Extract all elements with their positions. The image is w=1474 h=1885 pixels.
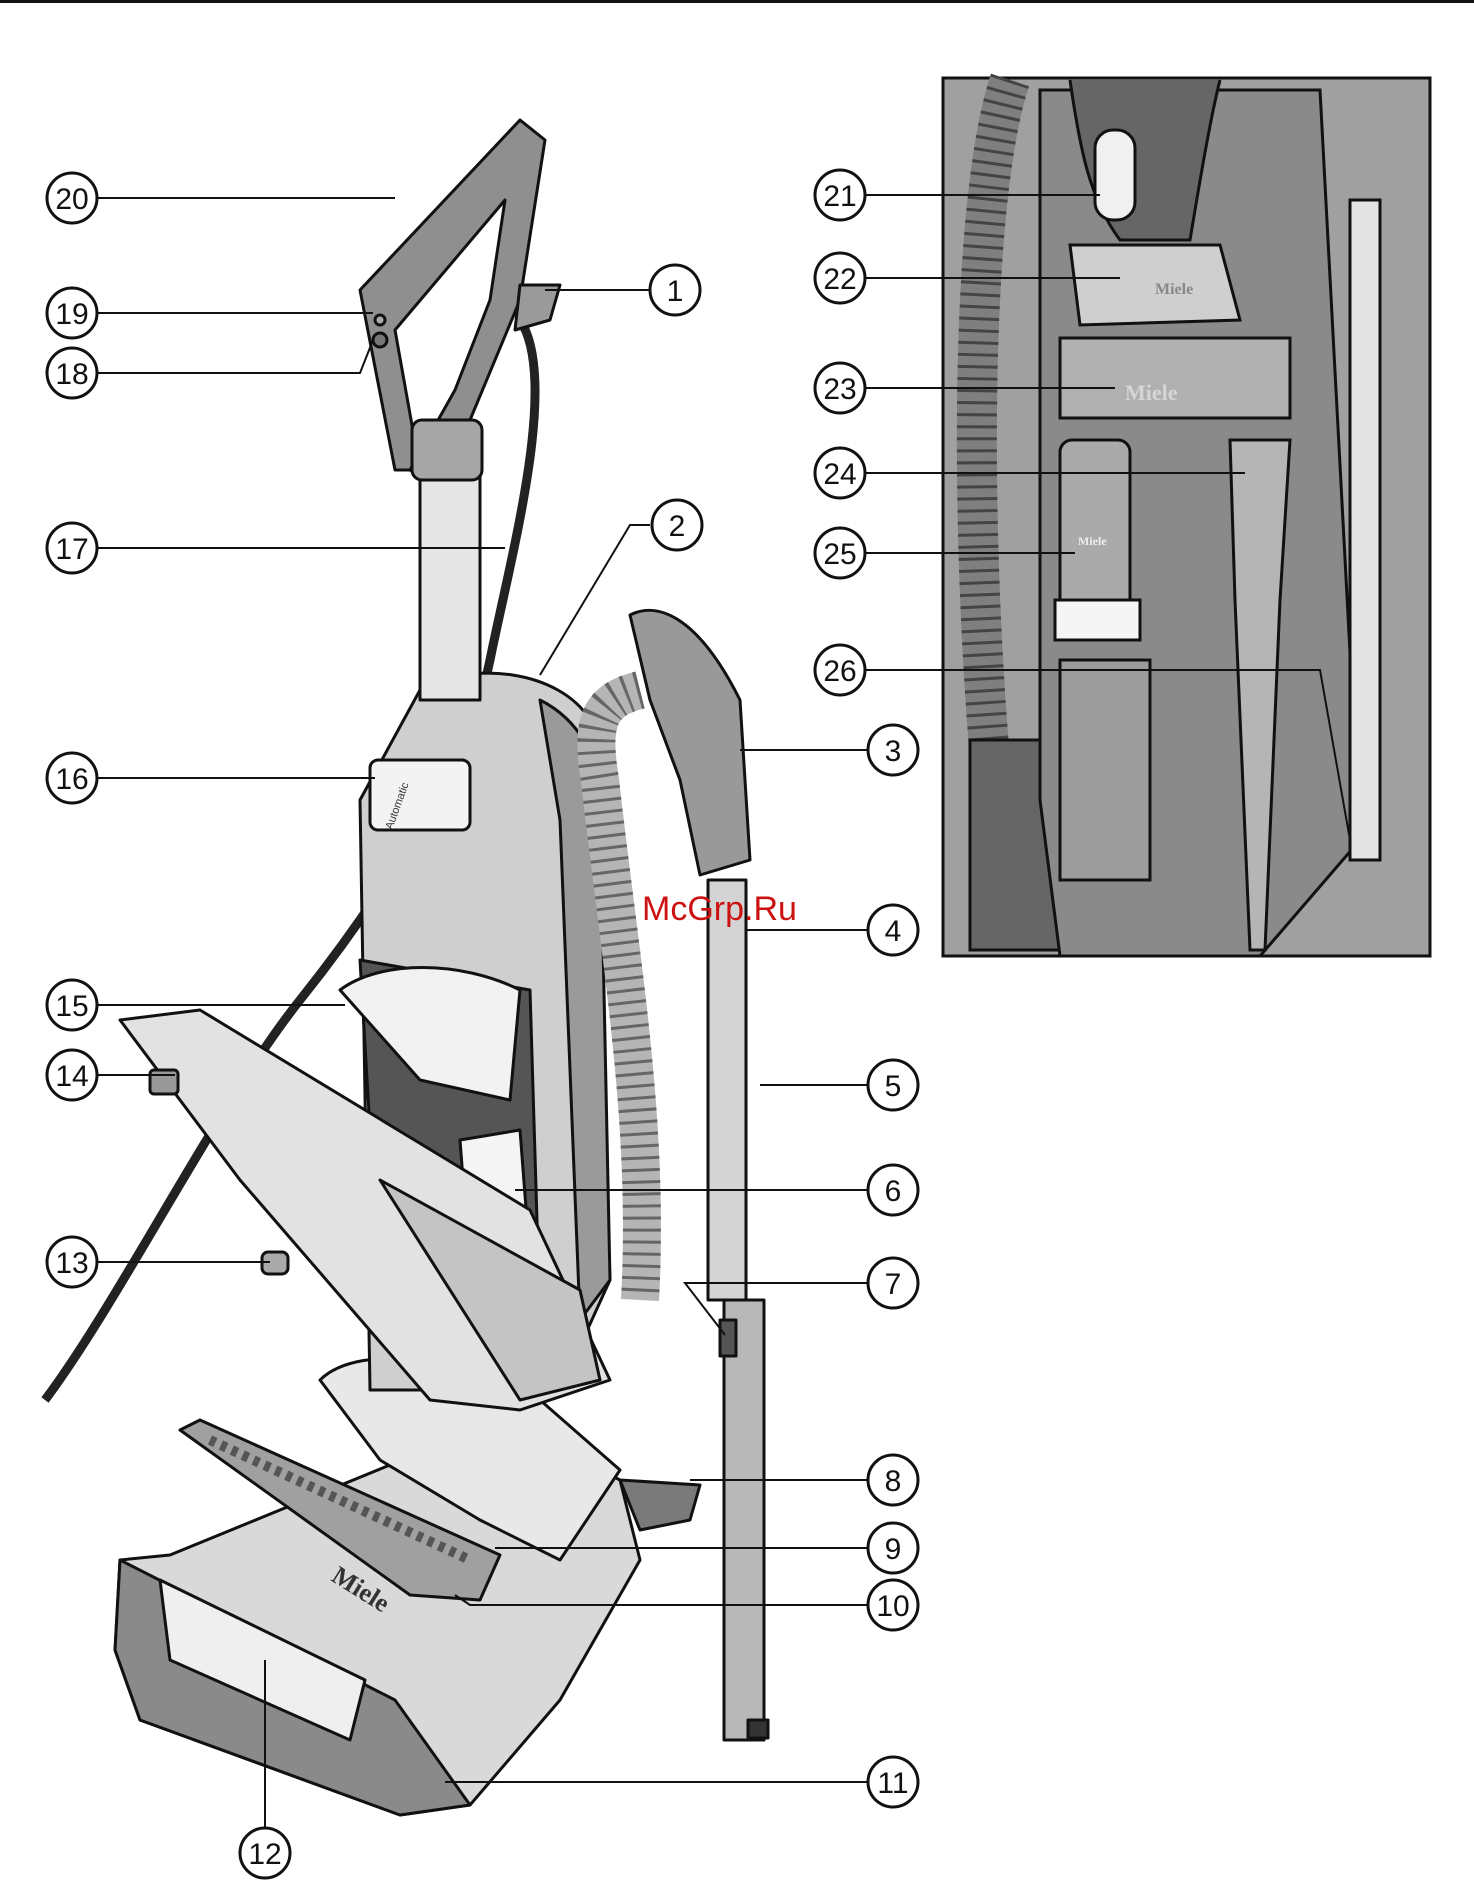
callout-label: 4 [885,915,902,948]
callout-label: 23 [823,373,856,406]
dusting-brush-brand: Miele [1078,534,1107,548]
callout-1: 1 [650,265,700,315]
callout-23: 23 [815,363,865,413]
leader-line-2 [540,525,650,675]
callout-19: 19 [47,288,97,338]
callout-4: 4 [868,905,918,955]
callout-label: 5 [885,1070,902,1103]
callout-label: 1 [667,275,684,308]
leader-line-18 [97,340,373,373]
callout-label: 15 [55,990,88,1023]
callout-8: 8 [868,1455,918,1505]
rear-bracket [1060,660,1150,880]
callout-18: 18 [47,348,97,398]
callout-25: 25 [815,528,865,578]
vacuum-illustration: Miele Automatic [45,120,768,1815]
accessory-holder [1060,338,1290,418]
handle-column [420,470,480,700]
upholstery-tool-brand: Miele [1155,281,1193,298]
cord-release [1095,130,1135,220]
callout-6: 6 [868,1165,918,1215]
suction-wand-upper [708,880,746,1300]
watermark: McGrp.Ru [642,890,797,928]
callout-16: 16 [47,753,97,803]
callout-14: 14 [47,1050,97,1100]
callout-26: 26 [815,645,865,695]
callout-24: 24 [815,448,865,498]
callout-label: 6 [885,1175,902,1208]
wand-tip [748,1720,768,1738]
callout-label: 8 [885,1465,902,1498]
callout-13: 13 [47,1237,97,1287]
callout-3: 3 [868,725,918,775]
callout-label: 17 [55,533,88,566]
callout-label: 14 [55,1060,88,1093]
callout-9: 9 [868,1523,918,1573]
suction-wand-lower [724,1300,764,1740]
callout-label: 10 [876,1590,909,1623]
callout-label: 9 [885,1533,902,1566]
callout-label: 19 [55,298,88,331]
callout-10: 10 [868,1580,918,1630]
wand-release [720,1320,736,1356]
callout-label: 11 [877,1767,908,1800]
callout-label: 13 [55,1247,88,1280]
callout-label: 3 [885,735,902,768]
callout-label: 7 [885,1268,902,1301]
callout-label: 18 [55,358,88,391]
callout-label: 22 [823,263,856,296]
callout-2: 2 [652,500,702,550]
handle-button [373,333,387,347]
callout-5: 5 [868,1060,918,1110]
dusting-brush-bristles [1055,600,1140,640]
callout-label: 26 [823,655,856,688]
callout-label: 2 [669,510,686,543]
accessory-inset: Miele Miele Miele [943,78,1430,956]
callout-label: 24 [823,458,856,491]
callout-7: 7 [868,1258,918,1308]
callout-11: 11 [868,1757,918,1807]
callout-label: 20 [55,183,88,216]
callout-label: 25 [823,538,856,571]
callout-21: 21 [815,170,865,220]
callout-17: 17 [47,523,97,573]
callout-label: 16 [55,763,88,796]
callout-15: 15 [47,980,97,1030]
handle-collar [412,420,482,480]
callout-20: 20 [47,173,97,223]
callout-22: 22 [815,253,865,303]
hose-handle [630,610,750,875]
inset-side-bar [1350,200,1380,860]
callout-label: 21 [823,180,856,213]
handle-light [375,315,385,325]
lid-latch [150,1070,178,1094]
accessory-holder-brand: Miele [1125,380,1178,405]
callout-12: 12 [240,1828,290,1878]
cord-hook [515,285,560,330]
callout-label: 12 [248,1838,281,1871]
control-panel [370,760,470,830]
